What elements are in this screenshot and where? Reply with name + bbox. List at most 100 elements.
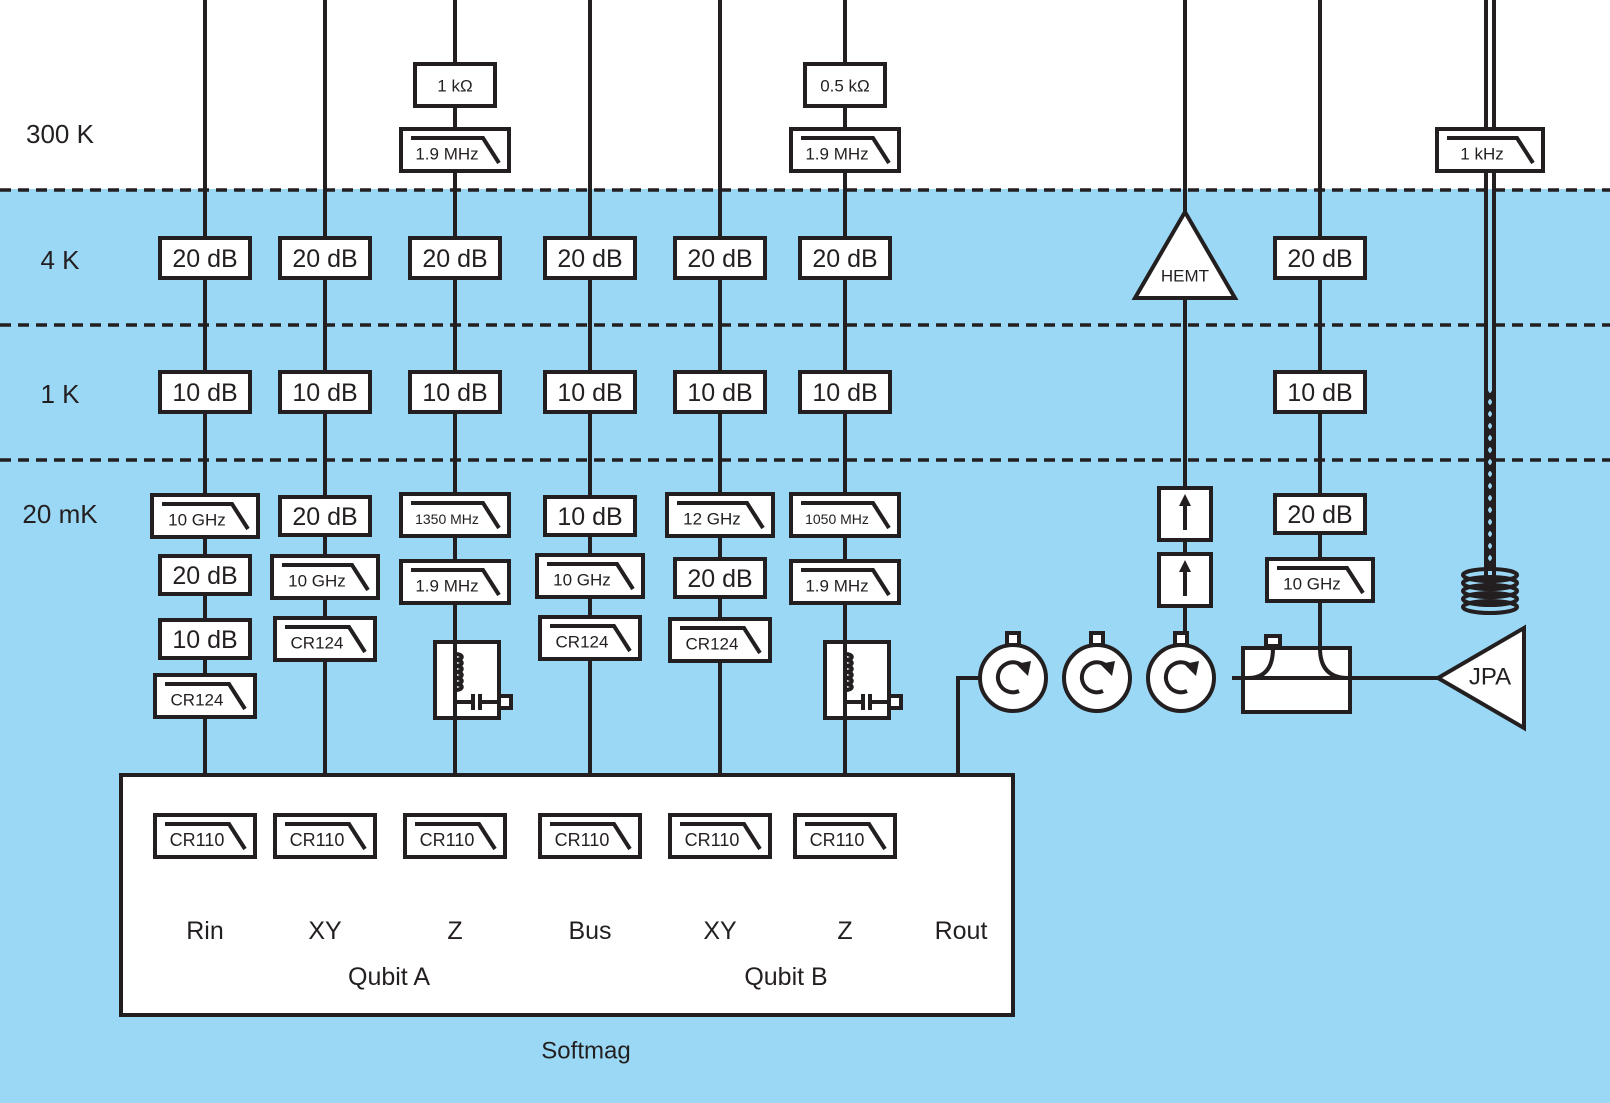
lowpass-filter-label: 1.9 MHz xyxy=(415,145,478,164)
resistor-box xyxy=(413,62,497,108)
attenuator-box xyxy=(408,370,502,414)
coupler-arc xyxy=(1247,647,1275,680)
arrow-head-icon xyxy=(1100,661,1115,676)
lowpass-filter-icon xyxy=(165,822,247,851)
stage-label: 300 K xyxy=(26,119,95,149)
lowpass-filter-label: 1050 MHz xyxy=(805,511,869,527)
circulator-port xyxy=(1089,631,1105,647)
lowpass-filter-label: CR110 xyxy=(810,830,865,850)
attenuator-label: 20 dB xyxy=(292,245,357,273)
coil-loop-icon xyxy=(1461,575,1519,591)
qubit-label: Qubit B xyxy=(744,963,827,991)
lowpass-filter-icon xyxy=(547,562,635,591)
inductor-icon xyxy=(454,652,464,692)
lowpass-filter-icon xyxy=(801,136,891,165)
attenuator-box xyxy=(543,495,637,537)
lowpass-filter-icon xyxy=(282,563,370,592)
lowpass-filter-label: CR124 xyxy=(291,634,344,653)
lowpass-filter-label: 1 kHz xyxy=(1460,145,1503,164)
lowpass-filter-label: CR110 xyxy=(555,830,610,850)
stage-label: 4 K xyxy=(40,245,80,275)
attenuator-box xyxy=(278,236,372,280)
lowpass-filter-icon xyxy=(550,624,632,653)
attenuator-box xyxy=(673,557,767,599)
bias-tee xyxy=(433,640,513,720)
attenuator-box xyxy=(278,370,372,414)
jpa-label: JPA xyxy=(1469,664,1511,691)
softmag-label: Softmag xyxy=(541,1038,630,1065)
attenuator-label: 20 dB xyxy=(687,245,752,273)
coil-loop-icon xyxy=(1461,599,1519,615)
bias-tee-port xyxy=(887,694,903,710)
coil-loop-icon xyxy=(1461,583,1519,599)
stage-label: 1 K xyxy=(40,379,80,409)
attenuator-box xyxy=(158,236,252,280)
lowpass-filter-icon xyxy=(805,822,887,851)
lowpass-filter-label: 10 GHz xyxy=(168,511,226,530)
attenuator-label: 10 dB xyxy=(172,626,237,654)
line-label: Z xyxy=(447,917,462,945)
jpa-amplifier xyxy=(1434,624,1526,732)
flux-coil xyxy=(1461,389,1519,615)
lowpass-filter-icon xyxy=(162,502,250,531)
resistor-label: 1 kΩ xyxy=(437,77,472,96)
attenuator-label: 10 dB xyxy=(172,379,237,407)
lowpass-filter-label: 1350 MHz xyxy=(415,511,479,527)
stage-label: 20 mK xyxy=(22,499,98,529)
attenuator-label: 20 dB xyxy=(422,245,487,273)
attenuator-label: 20 dB xyxy=(1287,501,1352,529)
coupler-port xyxy=(1264,634,1282,648)
lowpass-filter-icon xyxy=(285,625,367,654)
attenuator-label: 20 dB xyxy=(812,245,877,273)
attenuator-label: 10 dB xyxy=(292,379,357,407)
arrow-up-icon xyxy=(1179,494,1191,506)
resistor-box xyxy=(803,62,887,108)
lowpass-filter-label: 1.9 MHz xyxy=(805,577,868,596)
lowpass-filter-label: CR124 xyxy=(686,635,739,654)
attenuator-box xyxy=(543,236,637,280)
attenuator-label: 10 dB xyxy=(422,379,487,407)
attenuator-box xyxy=(158,370,252,414)
attenuator-box xyxy=(158,554,252,596)
twisted-pair-icon xyxy=(1484,389,1496,571)
attenuator-box xyxy=(798,236,892,280)
attenuator-label: 20 dB xyxy=(1287,245,1352,273)
arrow-up-icon xyxy=(1179,560,1191,572)
attenuator-box xyxy=(158,618,252,660)
lowpass-filter-icon xyxy=(550,822,632,851)
bias-tee xyxy=(823,640,903,720)
lowpass-filter-icon xyxy=(285,822,367,851)
attenuator-label: 20 dB xyxy=(557,245,622,273)
lowpass-filter-label: 1.9 MHz xyxy=(805,145,868,164)
lowpass-filter-icon xyxy=(165,682,247,711)
line-label: XY xyxy=(703,917,737,945)
lowpass-filter-label: CR110 xyxy=(170,830,225,850)
line-label: Z xyxy=(837,917,852,945)
qubit-label: Qubit A xyxy=(348,963,430,991)
hemt-amplifier xyxy=(1131,208,1239,300)
attenuator-box xyxy=(408,236,502,280)
lowpass-filter-label: 10 GHz xyxy=(553,571,611,590)
attenuator-box xyxy=(673,236,767,280)
lowpass-filter-icon xyxy=(1277,566,1365,595)
arrow-head-icon xyxy=(1184,661,1199,676)
attenuator-label: 20 dB xyxy=(292,503,357,531)
circulator xyxy=(1146,643,1216,713)
bias-tee-box xyxy=(823,640,891,720)
bias-tee-box xyxy=(433,640,501,720)
lowpass-filter-icon xyxy=(411,501,501,530)
attenuator-label: 10 dB xyxy=(812,379,877,407)
circulator-port xyxy=(1173,631,1189,647)
circulator xyxy=(1062,643,1132,713)
lowpass-filter-icon xyxy=(677,501,765,530)
line-label: Rin xyxy=(186,917,224,945)
lowpass-filter-label: CR110 xyxy=(685,830,740,850)
lowpass-filter-label: 10 GHz xyxy=(288,572,346,591)
attenuator-box xyxy=(1273,370,1367,414)
line-label: Bus xyxy=(568,917,611,945)
attenuator-label: 20 dB xyxy=(172,562,237,590)
attenuator-box xyxy=(278,495,372,537)
attenuator-box xyxy=(543,370,637,414)
attenuator-box xyxy=(1273,236,1367,280)
